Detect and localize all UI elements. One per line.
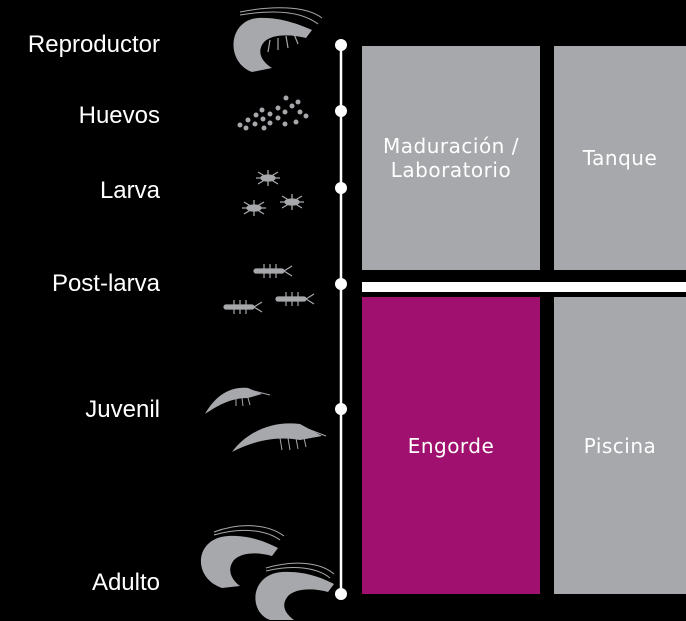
post-larva-icon: [223, 264, 315, 314]
timeline-node-post-larva: [335, 278, 347, 290]
adult-shrimp-icon: [233, 7, 323, 72]
timeline-node-huevos: [335, 105, 347, 117]
stage-label-larva: Larva: [99, 177, 160, 204]
stage-label-juvenil: Juvenil: [85, 396, 160, 423]
timeline-node-adulto: [335, 588, 347, 600]
maturation-lab-block: Maduración / Laboratorio: [362, 46, 540, 270]
stage-label-adulto: Adulto: [91, 569, 160, 596]
timeline-node-reproductor: [335, 39, 347, 51]
stage-label-reproductor: Reproductor: [27, 31, 160, 58]
growout-label: Engorde: [407, 433, 495, 458]
juvenile-shrimp-icon: [205, 387, 327, 452]
stage-label-post-larva: Post-larva: [51, 270, 160, 297]
timeline-node-juvenil: [335, 403, 347, 415]
larva-icon: [242, 170, 304, 216]
maturation-lab-label: Maduración / Laboratorio: [383, 134, 519, 182]
stage-divider: [362, 282, 686, 292]
pond-block: Piscina: [554, 297, 686, 594]
tank-block: Tanque: [554, 46, 686, 270]
adult-shrimp-icon: [200, 525, 335, 620]
stage-label-huevos: Huevos: [78, 102, 160, 129]
eggs-icon: [237, 95, 309, 131]
pond-label: Piscina: [583, 433, 657, 458]
tank-label: Tanque: [582, 146, 658, 170]
timeline-node-larva: [335, 182, 347, 194]
growout-block: Engorde: [362, 297, 540, 594]
